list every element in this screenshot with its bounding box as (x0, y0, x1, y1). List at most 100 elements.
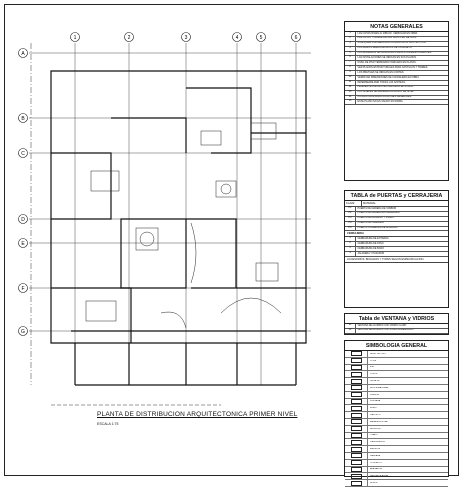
windows-table-title: Tabla de VENTANA y VIDRIOS (345, 314, 448, 324)
hardware-row-text: JALADERA Y PASADOR (357, 252, 385, 255)
note-row-text: CUALQUIER DISCREPANCIA CONSULTAR AL PROY… (357, 41, 427, 45)
note-row-text: NIVEL DE PISO TERMINADO INDICADO EN PLAN… (357, 61, 417, 64)
note-row-key: 3 (345, 41, 356, 46)
note-row-key: 12 (345, 85, 356, 90)
note-row-key: 6 (345, 56, 356, 61)
symbol-row: CONTACTO (345, 459, 448, 467)
note-row-key: 1 (345, 31, 356, 36)
symbol-label: COTA (370, 359, 376, 362)
note-row-key: 7 (345, 61, 356, 66)
hardware-row-key: 1 (345, 237, 356, 242)
doors-table-panel: TABLA de PUERTAS y CERRAJERIA CLAVE MATE… (344, 190, 449, 308)
axis-bubble-left: E (18, 238, 28, 248)
axis-bubble-left: C (18, 148, 28, 158)
note-row-key: 9 (345, 70, 356, 76)
hardware-row-key: 4 (345, 251, 356, 257)
symbol-glyph-icon (345, 452, 368, 459)
symbols-legend-title: SIMBOLOGIA GENERAL (345, 341, 448, 351)
door-row-text: PUERTA DE HERRERIA (357, 221, 384, 225)
note-row-key: 5 (345, 51, 356, 56)
symbol-row: PUERTA (345, 391, 448, 399)
note-row-text: VER PLANOS ESTRUCTURALES PARA CASTILLOS … (357, 66, 429, 69)
symbol-row: MURO (345, 405, 448, 413)
symbol-label: NORTE (370, 482, 378, 485)
note-row-text: ESTE PLANO NO ES VALIDO SIN FIRMA. (357, 100, 404, 104)
symbol-row: NIVEL DE PISO (345, 351, 448, 358)
svg-text:5: 5 (260, 35, 263, 41)
doors-col-key: CLAVE (345, 201, 362, 206)
note-row-key: 8 (345, 65, 356, 71)
symbol-label: PUERTA (370, 393, 379, 396)
hardware-row-text: CERRADURA DE BAÑO (357, 247, 384, 250)
hardware-row-key: 3 (345, 246, 356, 252)
symbol-row: DETALLE (345, 378, 448, 385)
symbol-glyph-icon (345, 351, 368, 357)
doors-footer-note: ACCESORIOS: BISAGRAS Y TOPES SEGUN ESPEC… (345, 257, 448, 264)
symbol-row: MEDIDOR (345, 446, 448, 453)
symbol-label: NIVEL DE PISO (370, 352, 386, 355)
door-row-key: P1 (345, 206, 356, 211)
note-row-text: PENDIENTES DE AZOTEA INDICADAS EN PLANO. (357, 85, 414, 89)
note-row-text: LOS NIVELES SE REFIEREN AL BANCO DE NIVE… (357, 90, 415, 94)
hardware-section-title: CERRAJERIA (345, 231, 448, 238)
svg-text:C: C (21, 151, 25, 157)
note-row-text: LAS COTAS Y NIVELES ESTAN DADOS EN METRO… (357, 36, 417, 40)
window-row-key: V2 (345, 328, 356, 333)
axis-bubble-top: 2 (124, 32, 134, 42)
symbol-glyph-icon (345, 446, 368, 452)
note-row-key: 10 (345, 75, 356, 80)
plan-scale: ESCALA 1:75 (97, 422, 119, 426)
svg-text:B: B (21, 116, 25, 122)
svg-text:D: D (21, 217, 25, 223)
general-notes-title: NOTAS GENERALES (345, 22, 448, 32)
symbol-glyph-icon (345, 439, 368, 446)
symbol-row: CORTE (345, 371, 448, 379)
symbol-glyph-icon (345, 466, 368, 473)
symbol-label: DETALLE (370, 380, 380, 383)
svg-text:2: 2 (128, 35, 131, 41)
axis-bubble-left: F (18, 283, 28, 293)
svg-text:E: E (21, 241, 25, 247)
door-row-text: PUERTA DE ALUMINIO Y VIDRIO (357, 216, 395, 220)
axis-bubble-left: B (18, 113, 28, 123)
note-row-key: 2 (345, 36, 356, 41)
symbol-row: NORTE (345, 480, 448, 487)
symbol-glyph-icon (345, 357, 368, 364)
axis-bubble-left: G (18, 326, 28, 336)
symbol-glyph-icon (345, 391, 368, 398)
symbol-row: REGISTRO (345, 425, 448, 433)
symbol-glyph-icon (345, 378, 368, 384)
symbol-label: EJE (370, 366, 375, 369)
symbol-label: BAJADA PLUVIAL (370, 420, 388, 423)
note-row-key: 11 (345, 80, 356, 85)
symbol-glyph-icon (345, 425, 368, 432)
note-row-text: LOS MUROS SERAN DE BLOCK DE CONCRETO. (357, 46, 413, 50)
note-row-text: CONSULTAR ESPECIFICACIONES GENERALES. (357, 95, 412, 99)
symbol-glyph-icon (345, 398, 368, 405)
svg-text:4: 4 (236, 35, 239, 41)
door-row-key: P3 (345, 216, 356, 221)
symbol-glyph-icon (345, 412, 368, 418)
symbol-label: APAGADOR (370, 468, 383, 471)
symbol-glyph-icon (345, 459, 368, 466)
